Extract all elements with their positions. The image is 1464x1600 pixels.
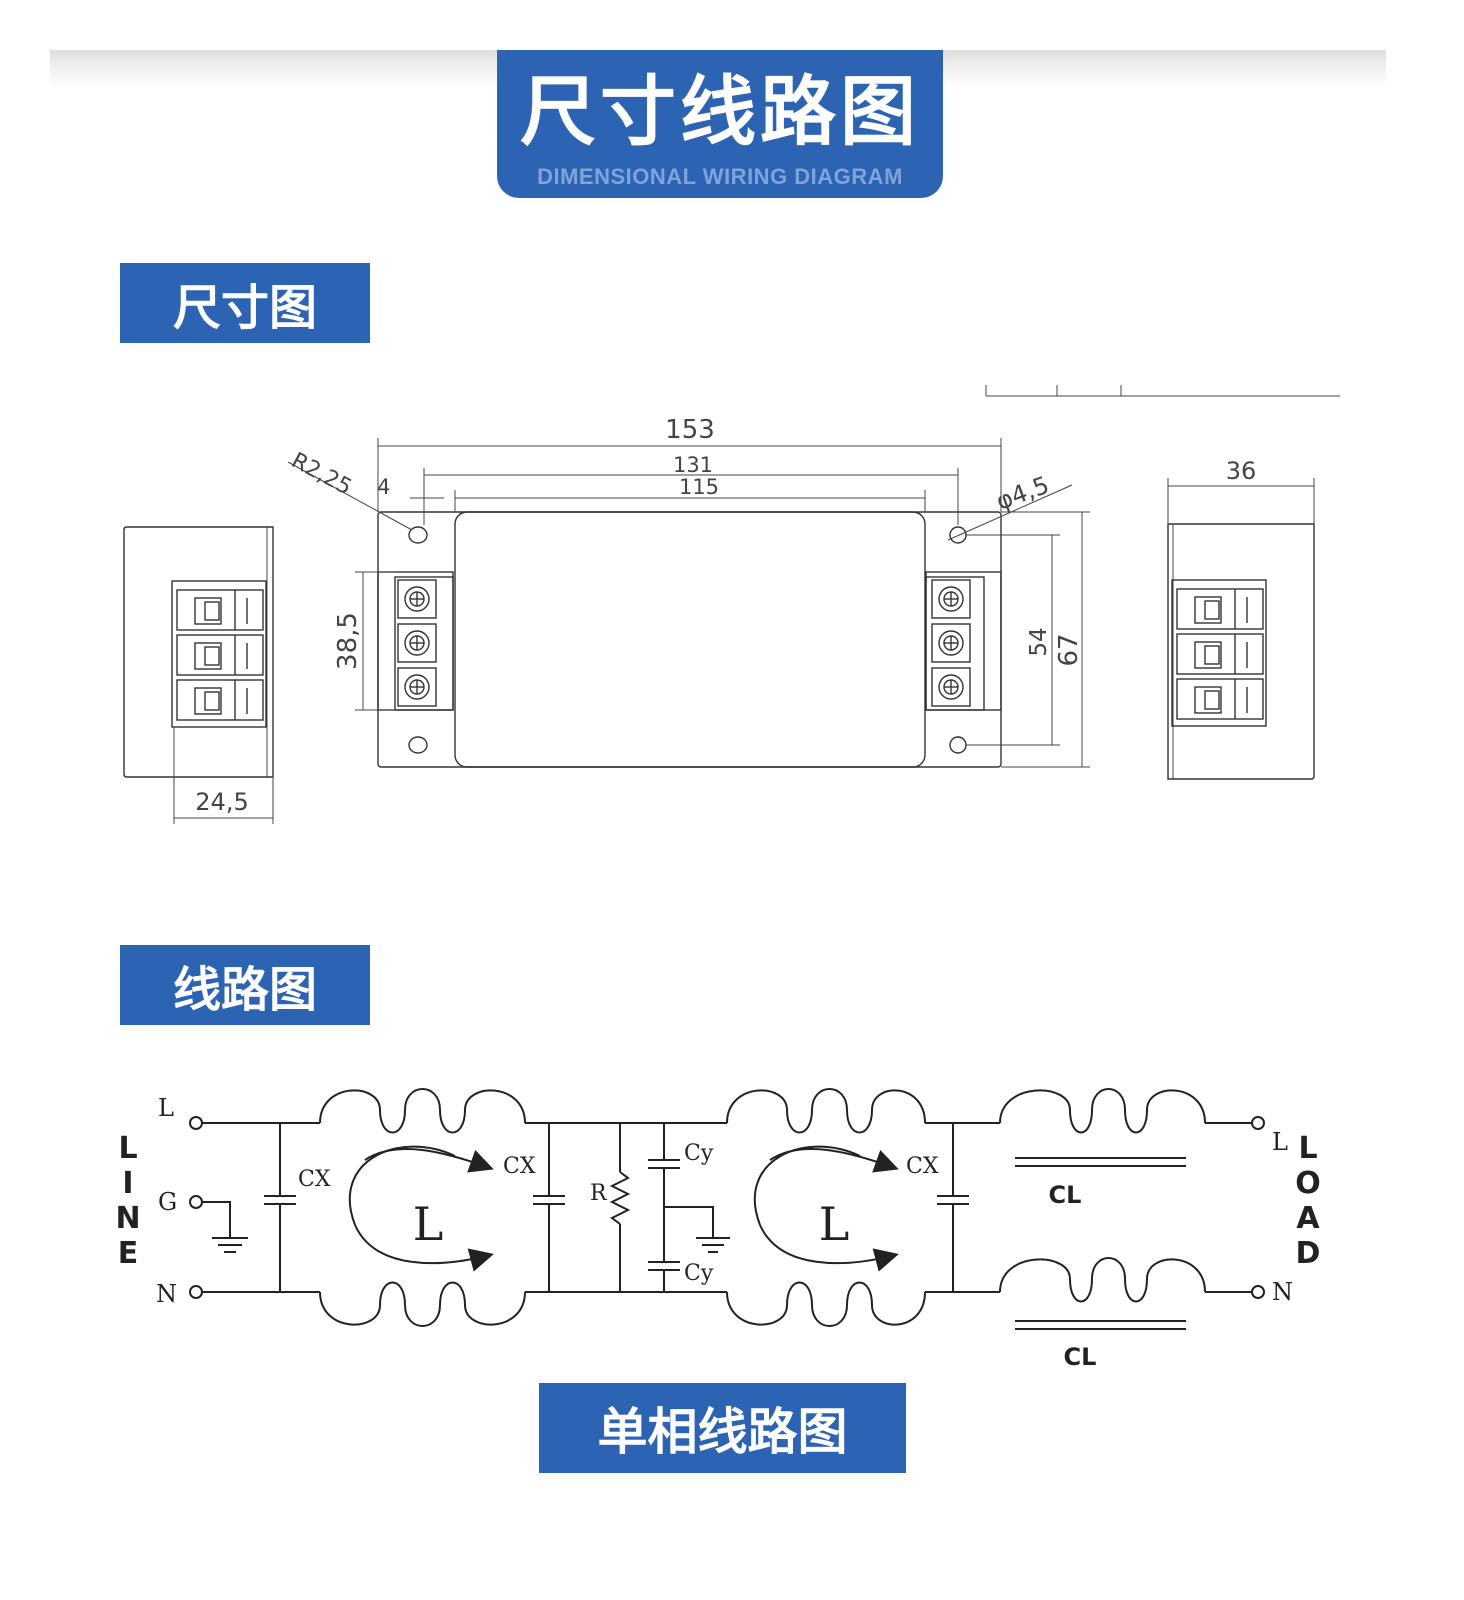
- dim-hole-vertical: 54: [1026, 627, 1052, 656]
- svg-text:L: L: [158, 1094, 174, 1122]
- inductor1-label: L: [413, 1197, 444, 1251]
- svg-text:L: L: [1272, 1128, 1288, 1156]
- reference-lines: [985, 385, 1340, 397]
- section-wiring-label: 线路图: [120, 945, 370, 1025]
- dim-body-length: 115: [679, 475, 719, 499]
- cy1-label: Cy: [684, 1141, 714, 1166]
- svg-text:N: N: [115, 1201, 140, 1236]
- cl2-label: CL: [1064, 1343, 1097, 1371]
- dim-hole-diameter: φ4,5: [992, 471, 1052, 516]
- line-vertical-label: L I N E: [115, 1131, 140, 1271]
- title-chinese: 尺寸线路图: [520, 67, 920, 156]
- section-dimension-label: 尺寸图: [120, 263, 370, 343]
- cy2-label: Cy: [684, 1261, 714, 1286]
- inductor2-label: L: [819, 1197, 850, 1251]
- svg-text:L: L: [118, 1131, 137, 1166]
- dim-side-depth: 24,5: [195, 788, 248, 816]
- resistor-label: R: [590, 1181, 608, 1206]
- circuit-rails: CX L CX R Cy Cy: [202, 1088, 1252, 1371]
- svg-text:A: A: [1296, 1201, 1320, 1236]
- dim-overall-width: 67: [1054, 633, 1084, 666]
- load-vertical-label: L O A D: [1295, 1131, 1321, 1271]
- main-view: 153 131 115 R2,25 4 φ4,5 38,5 54 67: [287, 415, 1090, 768]
- cl1-label: CL: [1049, 1181, 1082, 1209]
- cx1-label: CX: [298, 1167, 331, 1192]
- dim-terminal-height: 38,5: [333, 612, 363, 670]
- cx2-label: CX: [503, 1154, 536, 1179]
- svg-text:O: O: [1295, 1166, 1321, 1201]
- dim-side-height: 36: [1226, 457, 1257, 485]
- svg-text:L: L: [1298, 1131, 1317, 1166]
- svg-text:N: N: [156, 1280, 177, 1308]
- svg-text:E: E: [118, 1236, 139, 1271]
- svg-text:N: N: [1272, 1278, 1293, 1306]
- section-single-phase-label: 单相线路图: [539, 1383, 906, 1473]
- svg-text:I: I: [122, 1166, 133, 1201]
- dim-overall-length: 153: [665, 415, 715, 445]
- output-terminals: L N: [1251, 1116, 1293, 1306]
- dim-hole-pitch: 131: [673, 453, 713, 477]
- left-side-view: 24,5: [123, 526, 274, 824]
- input-terminals: L G N: [156, 1094, 248, 1308]
- right-end-view: 36: [1167, 457, 1315, 780]
- title-banner: 尺寸线路图 DIMENSIONAL WIRING DIAGRAM: [497, 50, 943, 198]
- title-english: DIMENSIONAL WIRING DIAGRAM: [537, 164, 903, 189]
- cx3-label: CX: [906, 1154, 939, 1179]
- svg-text:G: G: [158, 1188, 177, 1216]
- dim-corner-radius: R2,25: [287, 448, 355, 500]
- dim-hole-offset: 4: [377, 475, 390, 499]
- svg-text:D: D: [1296, 1236, 1321, 1271]
